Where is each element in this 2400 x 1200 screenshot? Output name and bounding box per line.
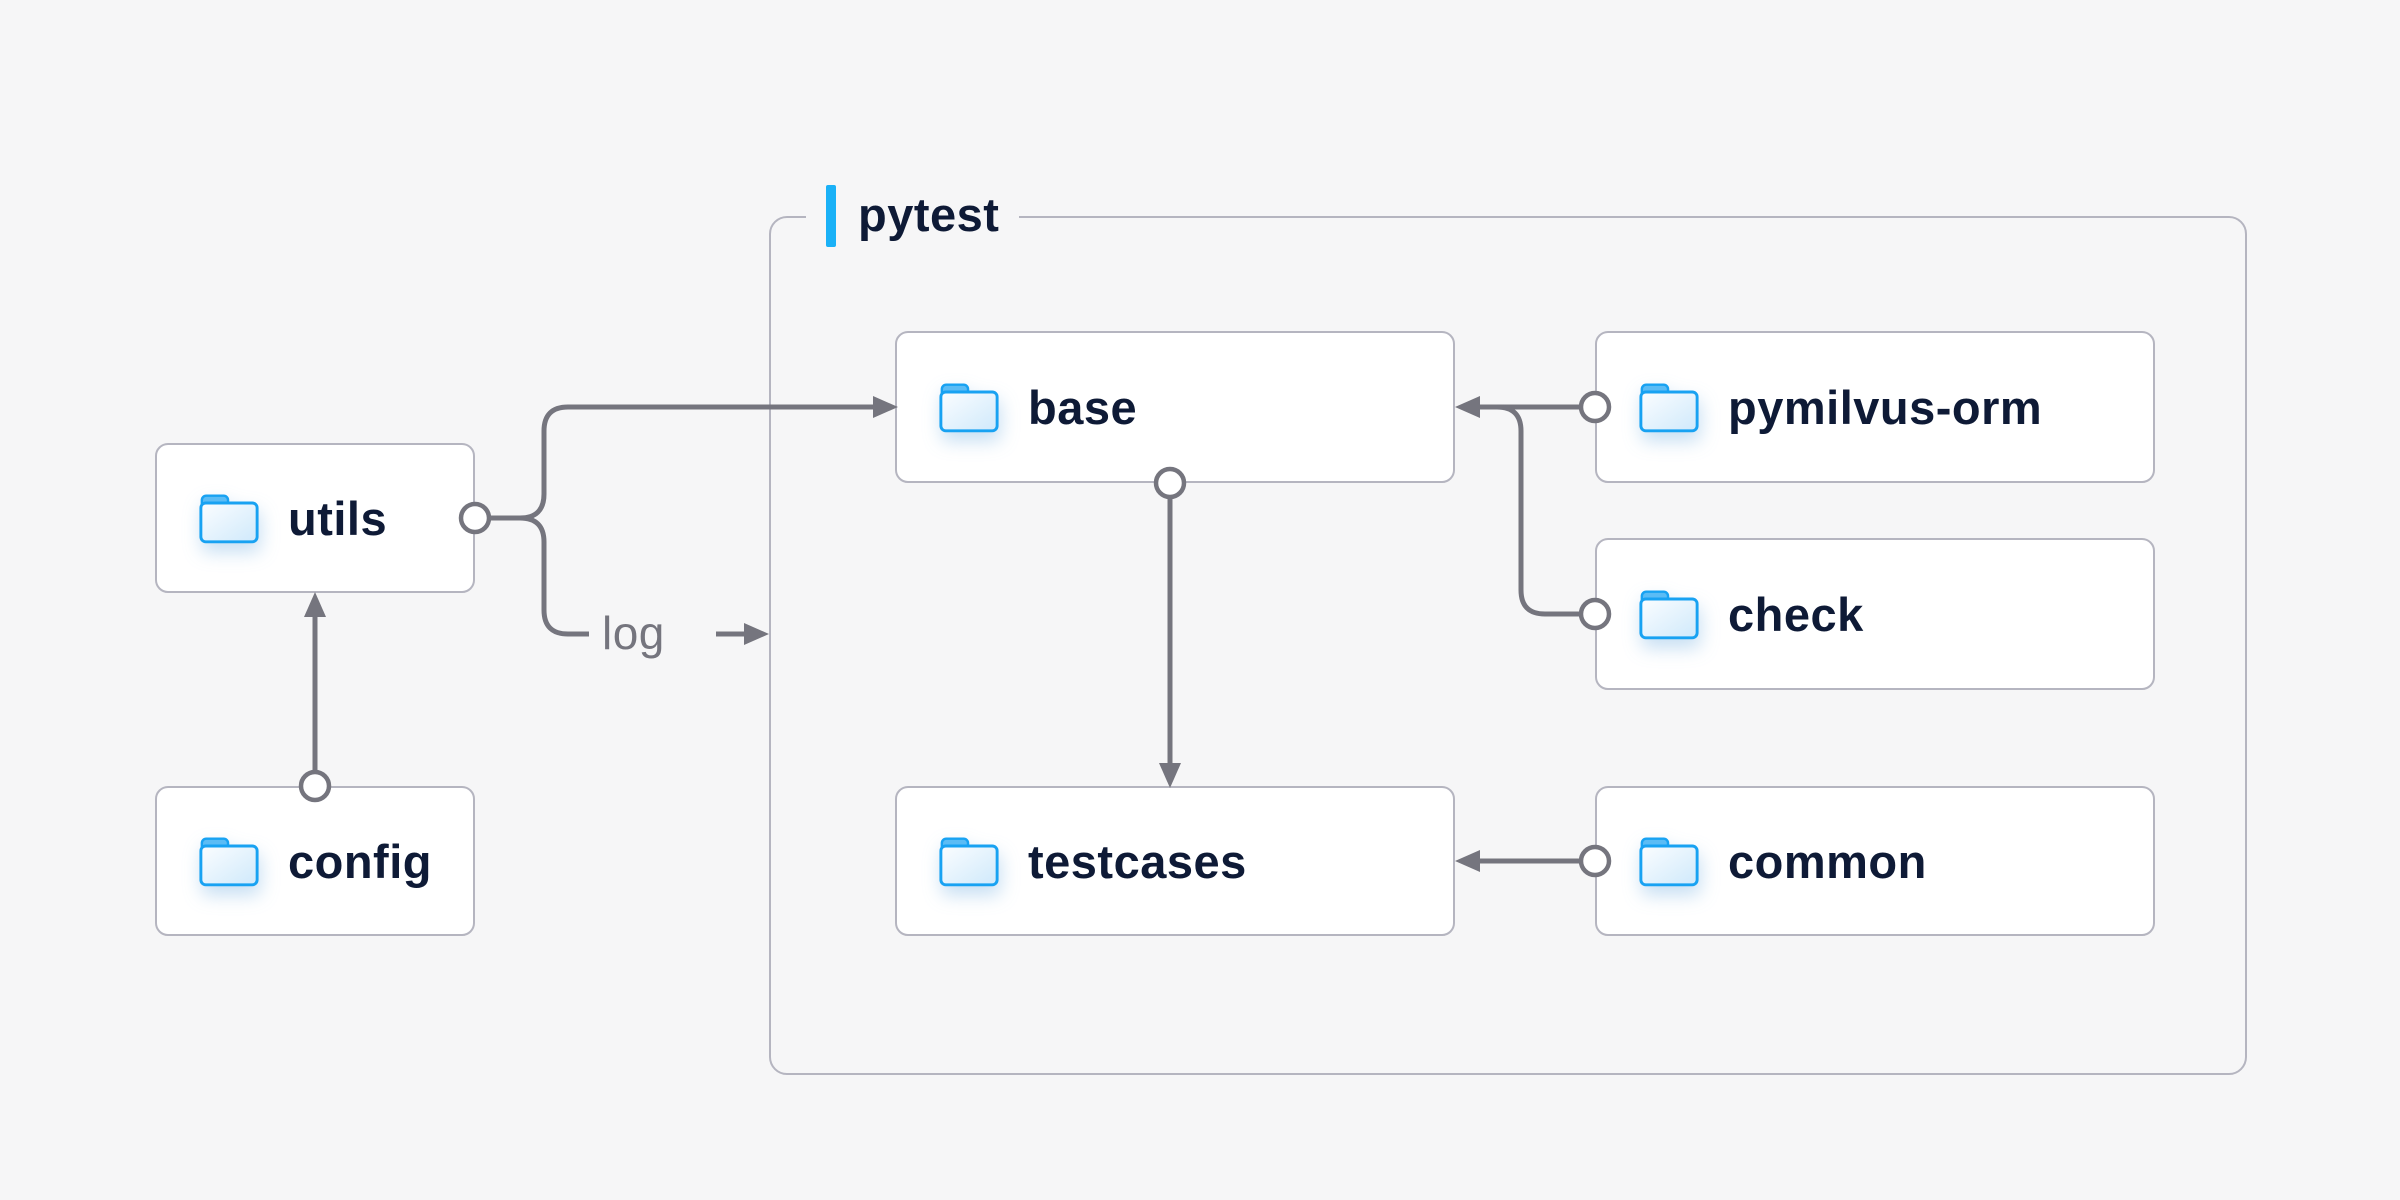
node-common-label: common — [1728, 834, 1927, 888]
node-testcases: testcases — [895, 786, 1455, 936]
folder-icon — [199, 493, 259, 543]
node-check: check — [1595, 538, 2155, 690]
node-config: config — [155, 786, 475, 936]
accent-bar — [826, 185, 836, 247]
node-utils: utils — [155, 443, 475, 593]
node-base: base — [895, 331, 1455, 483]
edge-utils-log — [489, 515, 589, 637]
folder-icon — [1639, 382, 1699, 432]
node-testcases-label: testcases — [1028, 834, 1247, 888]
folder-icon — [939, 836, 999, 886]
edge-label-log: log — [602, 607, 665, 659]
folder-icon — [1639, 589, 1699, 639]
node-utils-label: utils — [288, 491, 388, 545]
folder-icon — [1639, 836, 1699, 886]
folder-icon — [939, 382, 999, 432]
folder-icon — [199, 836, 259, 886]
node-common: common — [1595, 786, 2155, 936]
node-pymilvus-orm-label: pymilvus-orm — [1728, 380, 2043, 434]
pytest-container — [769, 216, 2247, 1075]
pytest-container-title: pytest — [858, 187, 1000, 241]
node-config-label: config — [288, 834, 432, 888]
node-base-label: base — [1028, 380, 1138, 434]
node-check-label: check — [1728, 587, 1864, 641]
node-pymilvus-orm: pymilvus-orm — [1595, 331, 2155, 483]
pytest-container-label: pytest — [806, 181, 1020, 251]
